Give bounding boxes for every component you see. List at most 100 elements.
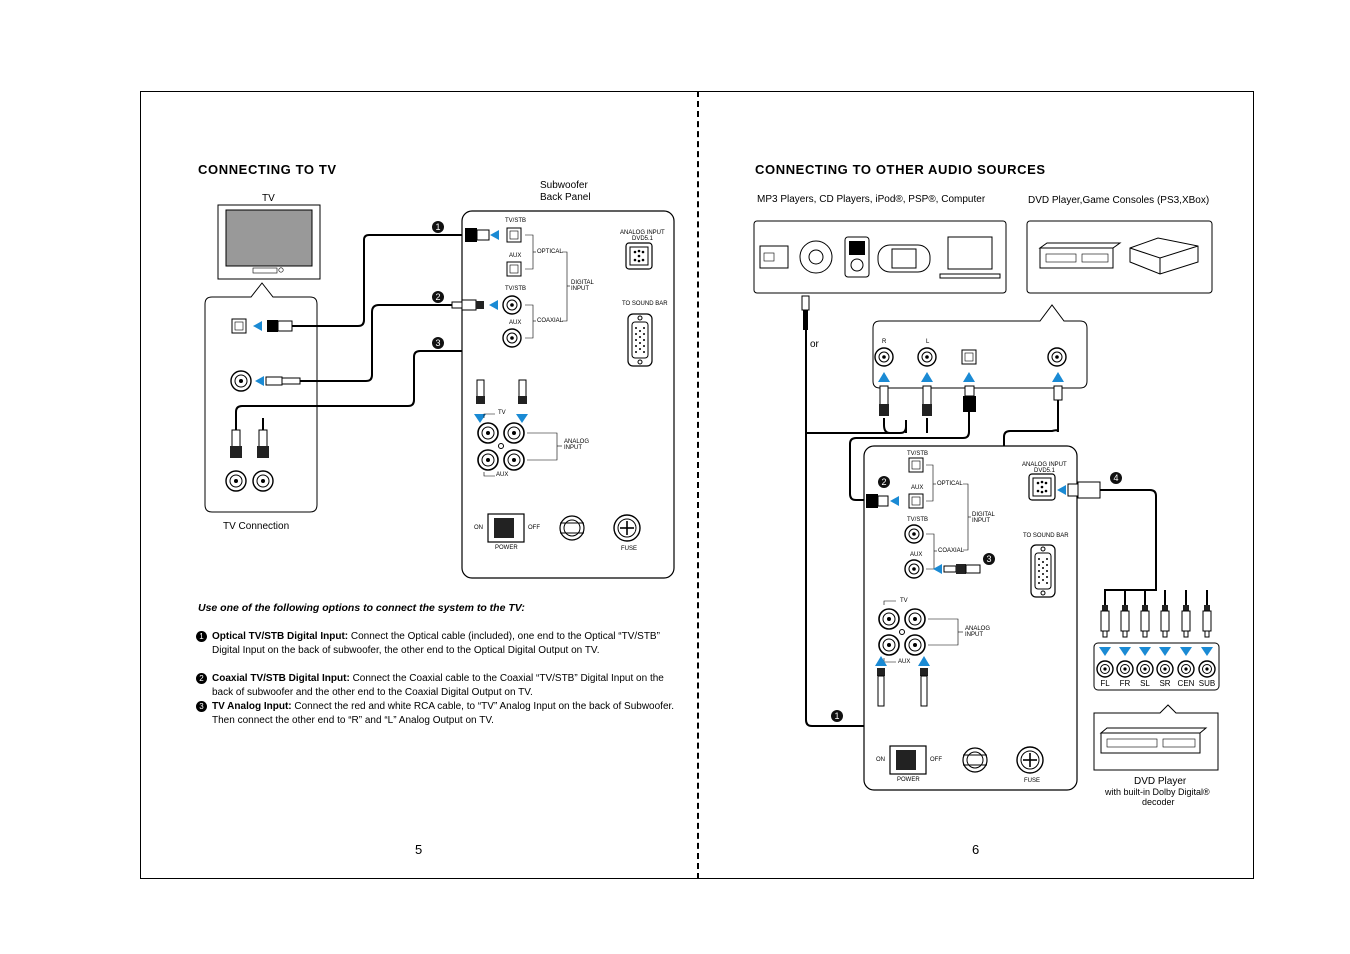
left-badge-1: 1 [432,221,444,233]
channel-plug [1120,605,1130,638]
rp-analog-input-dvd-2: DVD5.1 [1034,468,1056,474]
option-1: 1 Optical TV/STB Digital Input: Connect … [196,630,676,658]
source-r-label: R [882,339,887,345]
rp-digital-input-1: DIGITAL [972,512,995,518]
instruction-text: Use one of the following options to conn… [198,602,525,614]
tv-label: TV [262,193,275,204]
or-label: or [810,339,819,350]
right-page-title: CONNECTING TO OTHER AUDIO SOURCES [755,162,1046,177]
lp-digital-input-1: DIGITAL [571,280,594,286]
channel-jack [1136,647,1154,678]
right-badge-1: 1 [831,710,843,722]
option-3-number: 3 [196,701,207,712]
option-2-title: Coaxial TV/STB Digital Input: [212,673,350,684]
subwoofer-label-line2: Back Panel [540,192,591,203]
left-page-title: CONNECTING TO TV [198,162,337,177]
channel-label: SL [1140,679,1150,688]
rp-tvstb-top: TV/STB [907,451,929,457]
dvd-caption-line1: DVD Player [1134,776,1187,787]
lp-analog-input-1: ANALOG [564,439,590,445]
rp-aux-mid: AUX [910,552,923,558]
lp-analog-input-2: INPUT [564,445,582,451]
rp-coaxial: COAXIAL [938,548,965,554]
rp-tvstb-mid: TV/STB [907,517,929,523]
lp-aux-mid: AUX [509,320,522,326]
channel-label: FR [1119,679,1131,688]
channel-label: SR [1159,679,1171,688]
option-2-text: Connect the Coaxial cable to the Coaxial… [212,673,664,698]
left-badge-3: 3 [432,337,444,349]
subwoofer-label-line1: Subwoofer [540,180,588,191]
channel-plug [1160,605,1170,638]
right-badge-4: 4 [1110,472,1122,484]
rp-fuse: FUSE [1024,778,1041,784]
channel-jack [1156,647,1174,678]
channel-plug [1140,605,1150,638]
lp-aux-bottom: AUX [496,472,509,478]
tv-icon [217,204,321,280]
channel-plug [1100,605,1110,638]
lp-tvstb-mid: TV/STB [505,286,527,292]
option-1-number: 1 [196,631,207,642]
tv-connection-panel [204,282,318,513]
option-3-title: TV Analog Input: [212,701,292,712]
lp-coaxial: COAXIAL [537,318,564,324]
rp-analog-input-2: INPUT [965,632,983,638]
sources-label: MP3 Players, CD Players, iPod®, PSP®, Co… [757,194,986,205]
lp-tv: TV [498,410,506,416]
lp-power: POWER [495,545,518,551]
subwoofer-panel-right [863,445,1101,791]
lp-off: OFF [528,525,540,531]
dvd-consoles-box [1026,220,1213,294]
lp-digital-input-2: INPUT [571,286,589,292]
page-number-left: 5 [415,842,423,857]
channel-jack [1198,647,1216,678]
channel-jack [1096,647,1114,678]
tv-connection-label: TV Connection [223,521,290,532]
rp-optical: OPTICAL [937,481,963,487]
dvd-consoles-label: DVD Player,Game Consoles (PS3,XBox) [1028,195,1210,206]
lp-analog-input-dvd-1: ANALOG INPUT [620,230,665,236]
option-1-title: Optical TV/STB Digital Input: [212,631,349,642]
channel-jack [1116,647,1134,678]
dvd-caption-line2: with built-in Dolby Digital® [1105,787,1210,797]
rp-power: POWER [897,777,920,783]
channel-label: CEN [1177,679,1195,688]
rp-tv: TV [900,598,908,604]
lp-on: ON [474,525,483,531]
subwoofer-panel-left [451,210,675,579]
channel-jack [1177,647,1195,678]
lp-tvstb-top: TV/STB [505,218,527,224]
source-cables-plugs [801,295,1063,416]
channel-output-panel [1093,605,1220,771]
rp-digital-input-2: INPUT [972,518,990,524]
right-badge-2: 2 [878,476,890,488]
rp-on: ON [876,757,885,763]
option-2-number: 2 [196,673,207,684]
rp-analog-input-1: ANALOG [965,626,991,632]
left-badge-2: 2 [432,291,444,303]
rp-aux-top: AUX [911,485,924,491]
audio-sources-box [753,220,1007,294]
channel-plug [1202,605,1212,638]
lp-analog-input-dvd-2: DVD5.1 [632,236,654,242]
source-l-label: L [926,339,930,345]
lp-to-sound-bar: TO SOUND BAR [622,301,668,307]
source-input-callout [872,304,1088,389]
rp-analog-input-dvd-1: ANALOG INPUT [1022,462,1067,468]
option-3: 3 TV Analog Input: Connect the red and w… [196,700,676,728]
option-2: 2 Coaxial TV/STB Digital Input: Connect … [196,672,676,700]
page-number-right: 6 [972,842,980,857]
right-badge-3: 3 [983,553,995,565]
channel-plug [1181,605,1191,638]
channel-label: SUB [1198,679,1216,688]
lp-optical: OPTICAL [537,249,563,255]
option-3-text: Connect the red and white RCA cable, to … [212,701,675,726]
rp-off: OFF [930,757,942,763]
rp-to-sound-bar: TO SOUND BAR [1023,533,1069,539]
page-divider [697,91,699,879]
lp-aux-top: AUX [509,253,522,259]
rp-aux-bottom: AUX [898,659,911,665]
dvd-caption-line3: decoder [1142,797,1175,807]
